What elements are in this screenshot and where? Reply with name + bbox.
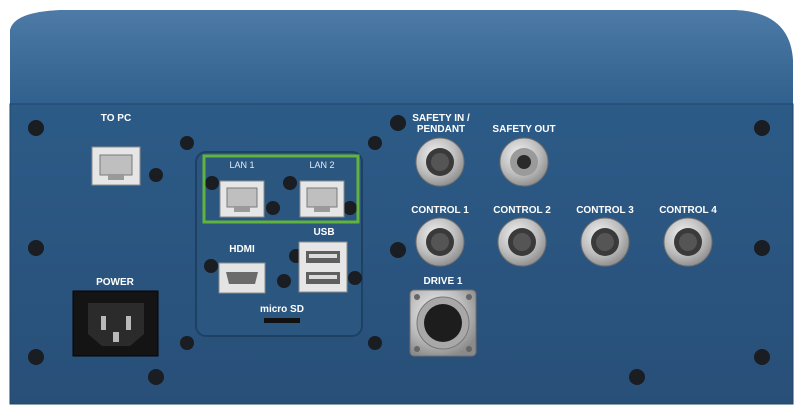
to-pc-label: TO PC — [100, 113, 132, 124]
hdmi-port — [218, 262, 266, 294]
safety-in-connector — [415, 137, 465, 187]
usb-ports — [298, 241, 348, 293]
control3-connector — [580, 217, 630, 267]
safety-out-connector — [499, 137, 549, 187]
power-inlet — [72, 290, 159, 357]
micro-sd-label: micro SD — [260, 304, 304, 315]
control2-label: CONTROL 2 — [493, 205, 551, 216]
lan1-port — [219, 180, 265, 218]
hdmi-label: HDMI — [229, 244, 255, 255]
lan2-label: LAN 2 — [309, 160, 335, 170]
safety-out-label: SAFETY OUT — [492, 124, 556, 135]
power-label: POWER — [96, 277, 134, 288]
lan-highlight-box — [202, 154, 360, 224]
safety-in-label: SAFETY IN / PENDANT — [412, 113, 470, 135]
lan2-port — [299, 180, 345, 218]
housing-top — [10, 10, 793, 108]
drive1-connector — [409, 289, 477, 357]
control4-connector — [663, 217, 713, 267]
control2-connector — [497, 217, 547, 267]
lan1-label: LAN 1 — [229, 160, 255, 170]
control1-label: CONTROL 1 — [411, 205, 469, 216]
control3-label: CONTROL 3 — [576, 205, 634, 216]
to-pc-port — [91, 146, 141, 186]
usb-label: USB — [313, 227, 335, 238]
control1-connector — [415, 217, 465, 267]
control4-label: CONTROL 4 — [659, 205, 717, 216]
screws — [28, 115, 770, 385]
micro-sd-slot — [264, 318, 300, 323]
drive1-label: DRIVE 1 — [423, 276, 463, 287]
